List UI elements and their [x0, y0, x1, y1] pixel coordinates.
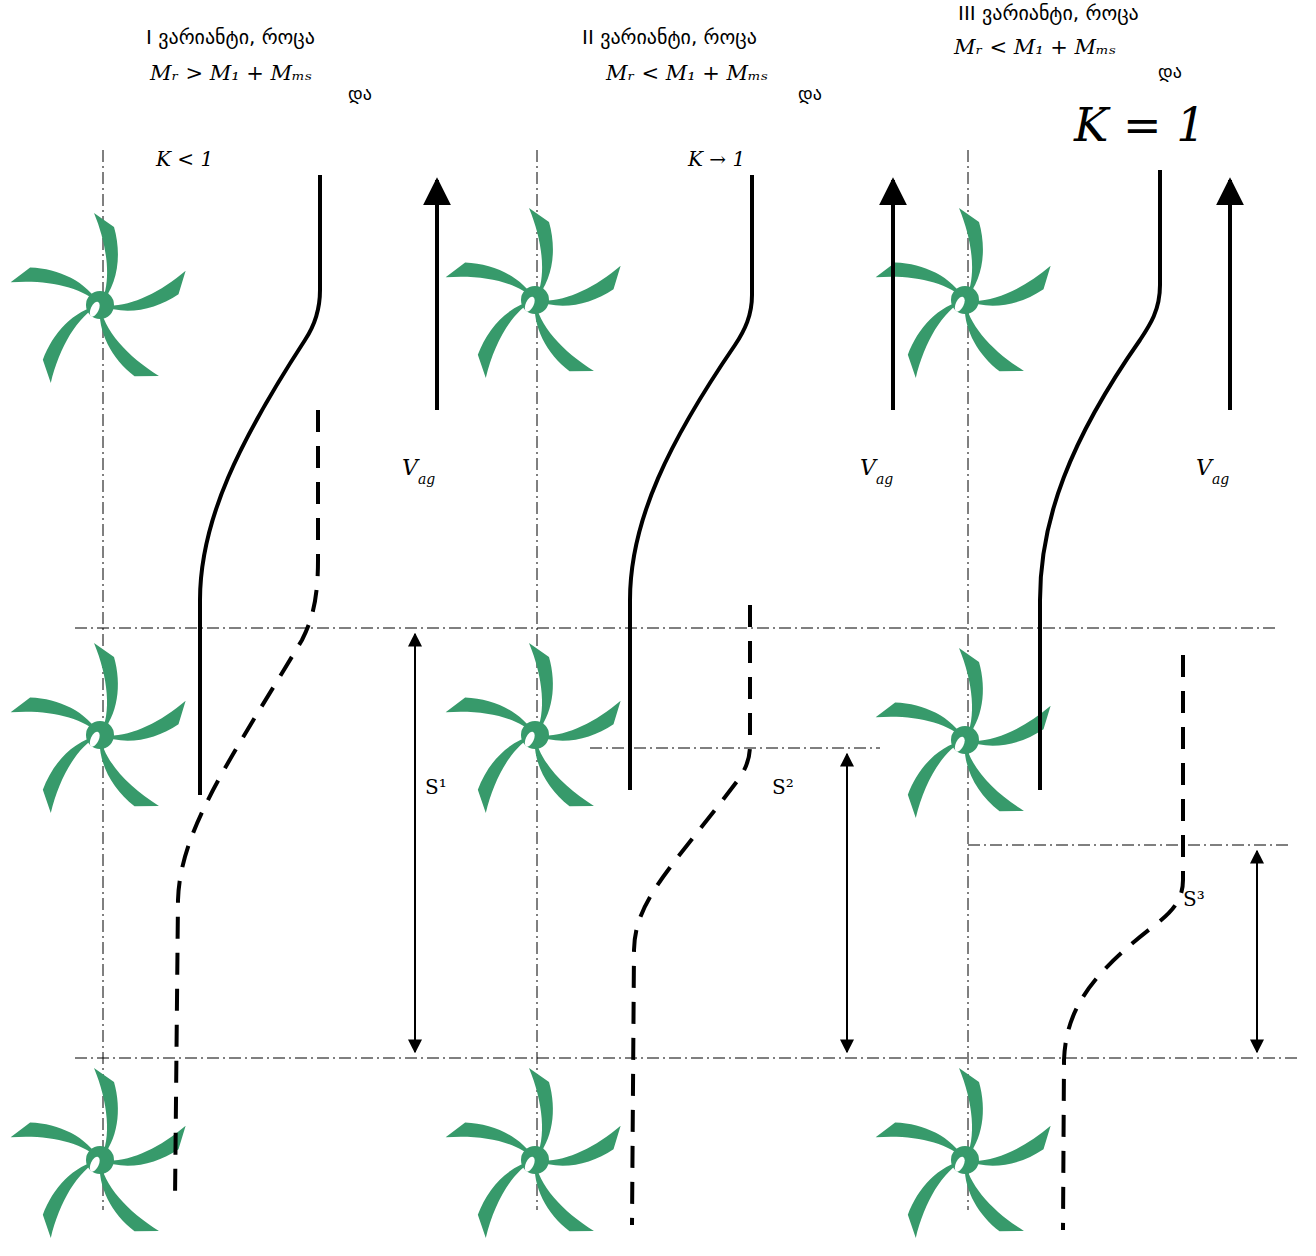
velocity-label: V [860, 456, 876, 480]
velocity-subscript: ag [418, 472, 435, 487]
distance-label: S¹ [425, 776, 447, 798]
wake-solid [200, 170, 1160, 795]
distance-label: S³ [1183, 888, 1205, 910]
conjunction: და [798, 84, 822, 104]
variant-heading: III ვარიანტი, როცა [958, 2, 1139, 24]
axis-lines [75, 150, 1300, 1210]
coefficient: K < 1 [156, 148, 213, 170]
condition-formula: Mᵣ < M₁ + Mₘₛ [954, 36, 1116, 59]
condition-formula: Mᵣ > M₁ + Mₘₛ [150, 62, 312, 85]
distance-label: S² [772, 776, 794, 798]
coefficient: K = 1 [1074, 100, 1205, 151]
velocity-arrows [437, 180, 1230, 410]
conjunction: და [1158, 62, 1182, 82]
variant-heading: II ვარიანტი, როცა [582, 26, 757, 48]
distance-arrows [415, 634, 1257, 1052]
velocity-subscript: ag [876, 472, 893, 487]
condition-formula: Mᵣ < M₁ + Mₘₛ [606, 62, 768, 85]
conjunction: და [348, 84, 372, 104]
wake-dashed [175, 410, 1183, 1230]
coefficient: K → 1 [688, 148, 745, 170]
turbines [11, 208, 1058, 1245]
variant-heading: I ვარიანტი, როცა [146, 26, 315, 48]
velocity-subscript: ag [1212, 472, 1229, 487]
velocity-label: V [402, 456, 418, 480]
velocity-label: V [1196, 456, 1212, 480]
